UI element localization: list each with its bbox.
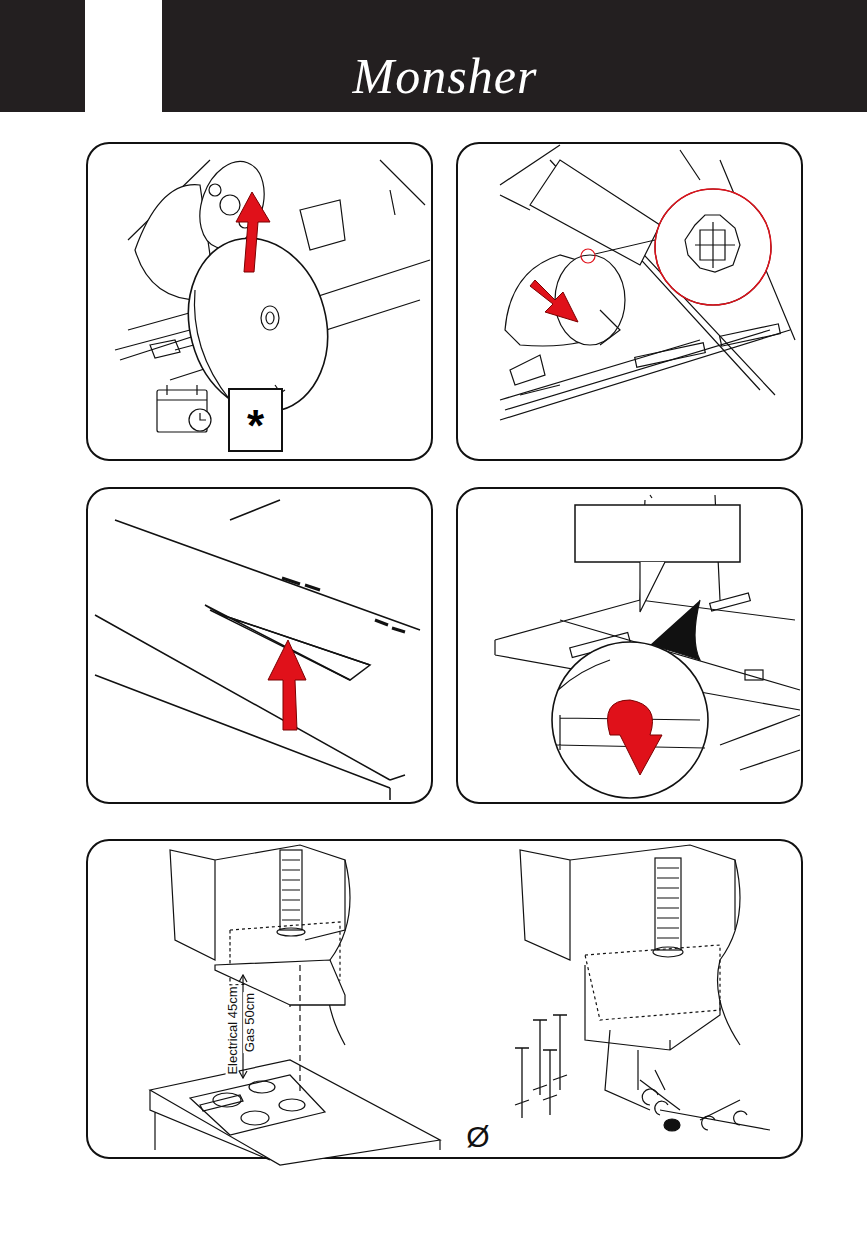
brand-title: Monsher <box>353 47 538 105</box>
installation-figure <box>150 845 770 1165</box>
panel-frame <box>87 143 432 460</box>
zoom-circle <box>655 189 771 305</box>
hood-underside-figure <box>495 495 800 798</box>
red-arrow <box>268 640 306 730</box>
symbol-text: * <box>247 392 264 448</box>
zoom-marker <box>581 249 595 263</box>
symbol-box: * <box>228 388 283 452</box>
panel-frame <box>87 488 432 803</box>
panel-frame <box>457 143 802 460</box>
header-bar <box>162 0 867 112</box>
hood-slot-figure <box>95 500 420 800</box>
dimension-label: Gas 50cm <box>244 991 257 1052</box>
hood-knob-figure <box>500 145 795 420</box>
dimension-label: Electrical 45cm <box>225 985 238 1075</box>
diameter-symbol: Ø <box>465 1122 490 1152</box>
panel-frame <box>457 488 802 803</box>
red-arrow <box>236 192 270 272</box>
header-bar <box>0 0 85 112</box>
leader-line <box>595 240 655 254</box>
red-arrow <box>530 280 578 322</box>
red-curved-arrow <box>608 700 663 775</box>
